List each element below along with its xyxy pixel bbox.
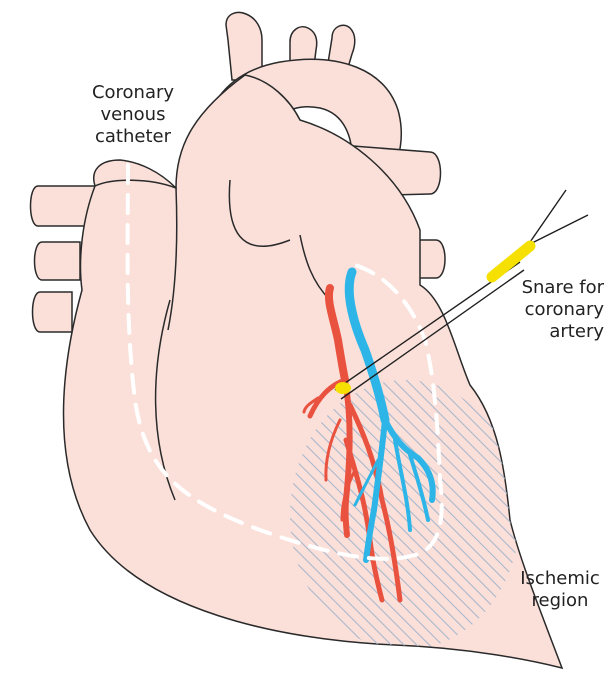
ischemic-label-line-1: Ischemic xyxy=(514,568,606,590)
pulmonary-vein-lower-left xyxy=(33,292,73,332)
snare-label: Snare for coronary artery xyxy=(508,277,604,343)
catheter-label-line-1: Coronary xyxy=(78,82,188,104)
catheter-label: Coronary venous catheter xyxy=(78,82,188,148)
snare-label-line-3: artery xyxy=(508,321,604,343)
snare-label-line-1: Snare for xyxy=(508,277,604,299)
catheter-label-line-3: catheter xyxy=(78,126,188,148)
ischemic-label-line-2: region xyxy=(514,590,606,612)
snare-loop xyxy=(335,382,351,394)
snare-label-line-2: coronary xyxy=(508,299,604,321)
ischemic-label: Ischemic region xyxy=(514,568,606,612)
pulmonary-vein-mid-left xyxy=(35,242,81,280)
catheter-label-line-2: venous xyxy=(78,104,188,126)
ischemic-region xyxy=(290,380,520,650)
snare-tube xyxy=(492,246,530,277)
